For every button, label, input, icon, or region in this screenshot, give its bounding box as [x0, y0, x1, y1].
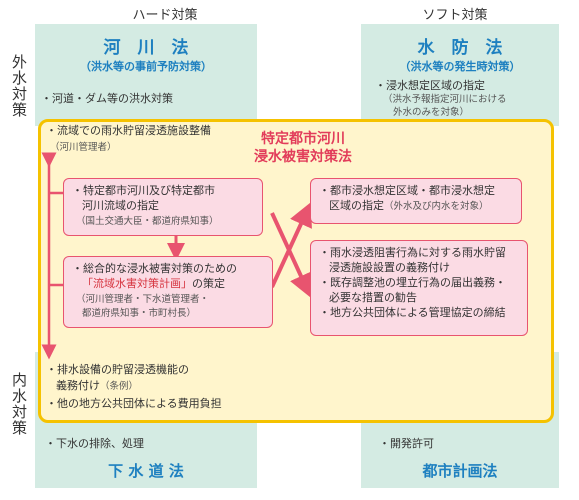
special-law-title-line2: 浸水被害対策法: [254, 149, 352, 165]
box-obligations-line3: ・既存調整池の埋立行為の届出義務・: [319, 276, 506, 289]
river-law-subtitle: （洪水等の事前予防対策）: [80, 60, 212, 73]
box-urban-flood-area-note: （外水及び内水を対象）: [384, 201, 489, 212]
box-obligations-line5: ・地方公共団体による管理協定の締結: [319, 306, 506, 319]
quadrant-river-law: 河 川 法 （洪水等の事前予防対策） ・河道・ダム等の洪水対策: [35, 24, 257, 126]
city-planning-law-title: 都市計画法: [422, 462, 498, 480]
box-basin-plan-note2: 都道府県知事・市町村長）: [82, 308, 197, 319]
row-label-internal: 内水対策: [10, 372, 28, 436]
drainage-item-2: 義務付け（条例）: [56, 378, 138, 394]
basin-facility-note: （河川管理者）: [50, 142, 117, 153]
box-basin-plan-line2: 「流域水害対策計画」の策定: [72, 276, 266, 291]
special-law-title: 特定都市河川 浸水被害対策法: [228, 130, 378, 166]
river-law-title: 河 川 法: [103, 38, 189, 58]
box-urban-flood-area-line1: ・都市浸水想定区域・都市浸水想定: [319, 184, 495, 197]
box-designation-note: （国土交通大臣・都道府県知事）: [76, 216, 219, 227]
box-obligations-line4: 必要な措置の勧告: [329, 291, 417, 304]
flood-fighting-law-subtitle: （洪水等の発生時対策）: [399, 60, 521, 73]
sewerage-law-item: ・下水の排除、処理: [45, 437, 144, 450]
special-law-title-line1: 特定都市河川: [261, 131, 345, 147]
box-basin-plan-line2-rest: の策定: [192, 277, 225, 290]
drainage-item-1: ・排水設備の貯留浸透機能の: [46, 363, 189, 376]
river-law-item: ・河道・ダム等の洪水対策: [41, 92, 173, 105]
box-urban-flood-area: ・都市浸水想定区域・都市浸水想定 区域の指定（外水及び内水を対象）: [310, 178, 522, 224]
cross-line-2: [270, 202, 312, 288]
quadrant-flood-fighting-law: 水 防 法 （洪水等の発生時対策） ・浸水想定区域の指定 （洪水予報指定河川にお…: [361, 24, 559, 126]
box-obligations-line2: 浸透施設設置の義務付け: [329, 261, 450, 274]
box-urban-flood-area-line2-text: 区域の指定: [329, 199, 384, 212]
flood-fighting-law-title: 水 防 法: [417, 38, 503, 58]
box-basin-plan-note1: （河川管理者・下水道管理者・: [76, 294, 210, 305]
box-urban-flood-area-line2: 区域の指定（外水及び内水を対象）: [319, 198, 515, 214]
flood-fighting-law-note2: 外水のみを対象）: [393, 107, 470, 118]
drainage-item-2-text: 義務付け: [56, 379, 100, 392]
box-obligations: ・雨水浸透阻害行為に対する雨水貯留 浸透施設設置の義務付け ・既存調整池の埋立行…: [310, 240, 528, 336]
column-header-soft: ソフト対策: [422, 8, 488, 23]
box-basin-plan: ・総合的な浸水被害対策のための 「流域水害対策計画」の策定 （河川管理者・下水道…: [63, 256, 273, 328]
drainage-item-2-note: （条例）: [100, 381, 139, 392]
basin-facility-item: ・流域での雨水貯留浸透施設整備: [46, 124, 211, 137]
city-planning-law-item: ・開発許可: [379, 437, 434, 450]
row-label-external: 外水対策: [10, 54, 28, 118]
column-header-hard: ハード対策: [132, 8, 198, 23]
box-basin-plan-line1: ・総合的な浸水被害対策のための: [72, 262, 237, 275]
flood-fighting-law-note1: （洪水予報指定河川における: [383, 94, 507, 105]
flood-fighting-law-item: ・浸水想定区域の指定: [375, 79, 485, 92]
box-designation: ・特定都市河川及び特定都市 河川流域の指定 （国土交通大臣・都道府県知事）: [63, 178, 263, 236]
box-designation-line2: 河川流域の指定: [82, 199, 159, 212]
box-designation-line1: ・特定都市河川及び特定都市: [72, 184, 215, 197]
box-obligations-line1: ・雨水浸透阻害行為に対する雨水貯留: [319, 246, 506, 259]
sewerage-law-title: 下 水 道 法: [108, 462, 184, 480]
basin-plan-name: 「流域水害対策計画」: [82, 277, 192, 290]
drainage-item-3: ・他の地方公共団体による費用負担: [46, 397, 222, 410]
